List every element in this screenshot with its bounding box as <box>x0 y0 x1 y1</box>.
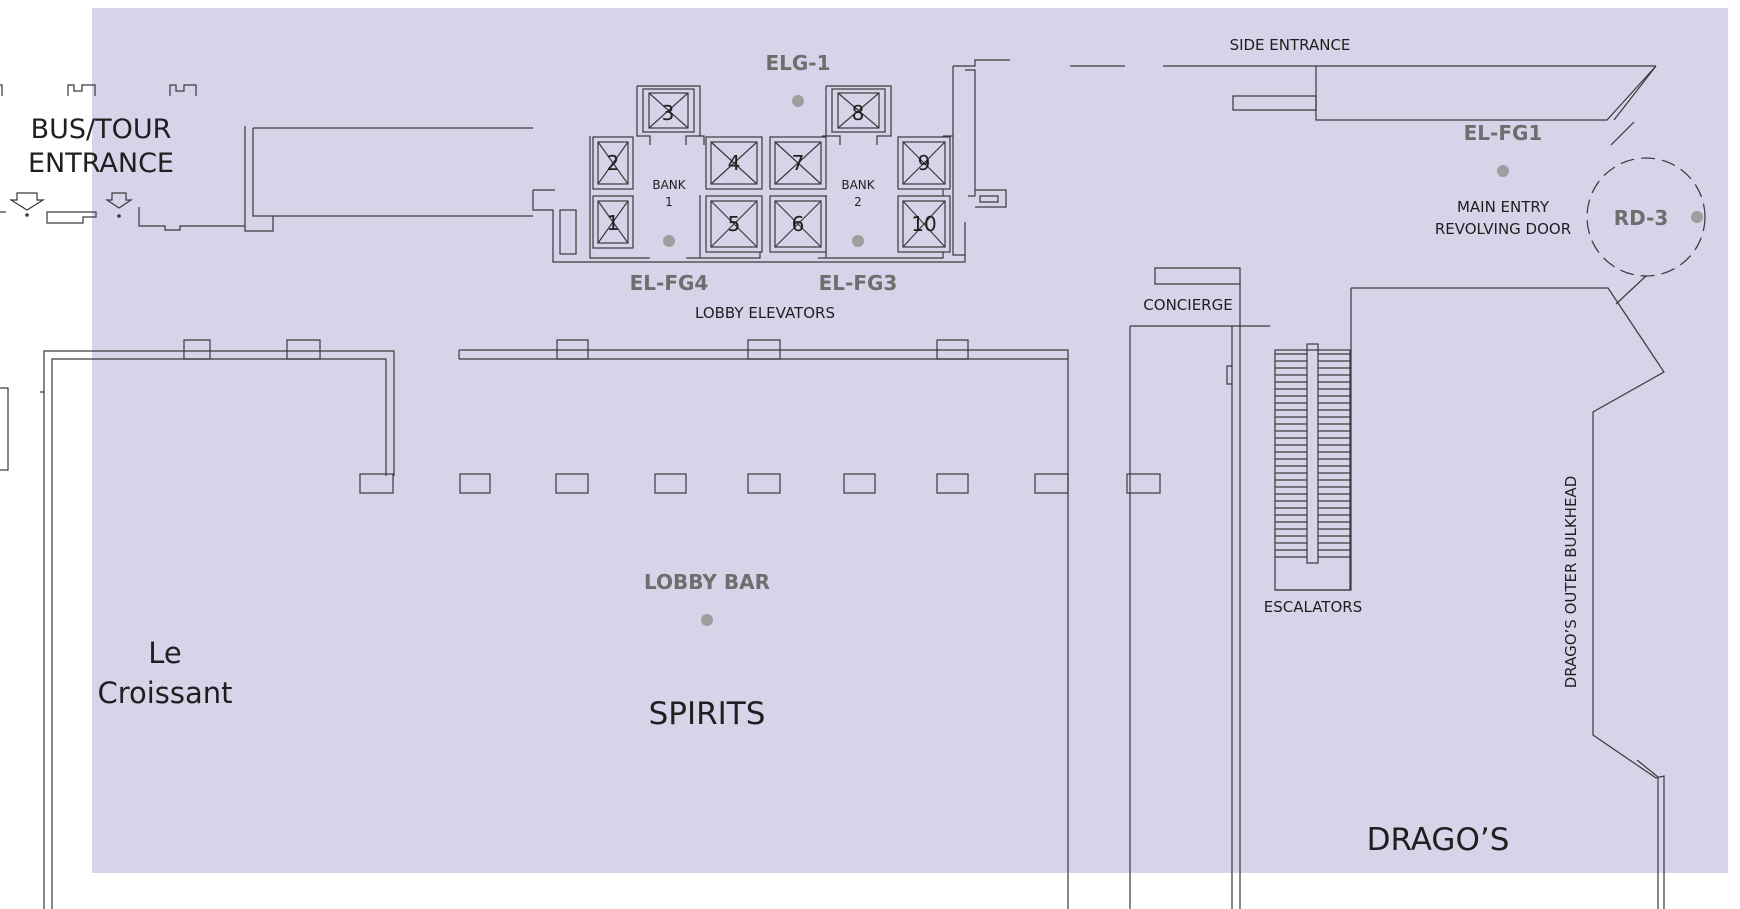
entrance-arrow-icon <box>8 192 46 217</box>
elevator-car-2[interactable] <box>592 136 634 190</box>
main-entry-label: REVOLVING DOOR <box>1435 220 1571 238</box>
elevator-car-4[interactable] <box>705 136 763 190</box>
bus-tour-entrance-label: ENTRANCE <box>28 148 174 179</box>
concierge-desk <box>1129 267 1270 909</box>
marker-el-fg3-point[interactable] <box>852 235 864 247</box>
escalators-label: ESCALATORS <box>1264 598 1362 616</box>
le-croissant-label: Le <box>148 636 182 670</box>
elevator-car-7[interactable] <box>769 136 827 190</box>
bank-1-label: 1 <box>665 195 673 209</box>
marker-elg1-point[interactable] <box>792 95 804 107</box>
concierge-label: CONCIERGE <box>1143 296 1232 314</box>
elevator-car-1[interactable] <box>592 195 634 249</box>
elevator-number-4: 4 <box>728 151 741 175</box>
elevator-number-5: 5 <box>728 212 741 236</box>
elevator-core-walls <box>589 59 1657 259</box>
elevator-number-2: 2 <box>607 151 620 175</box>
marker-rd3-point[interactable] <box>1691 211 1703 223</box>
entrance-arrow-icon <box>105 192 133 218</box>
bank-2-label: BANK <box>841 178 875 192</box>
marker-el-fg4-label: EL-FG4 <box>630 271 709 295</box>
elevator-car-10[interactable] <box>897 195 951 253</box>
lobby-bar-walls <box>458 339 1069 909</box>
marker-rd3-label: RD-3 <box>1614 206 1669 230</box>
marker-lobby-bar-point[interactable] <box>701 614 713 626</box>
escalators[interactable] <box>1274 343 1351 591</box>
marker-el-fg1-label: EL-FG1 <box>1464 121 1543 145</box>
elevator-number-10: 10 <box>911 212 936 236</box>
marker-el-fg4-point[interactable] <box>663 235 675 247</box>
marker-el-fg3-label: EL-FG3 <box>819 271 898 295</box>
elevator-number-9: 9 <box>918 151 931 175</box>
elevator-number-3: 3 <box>662 101 675 125</box>
bus-entrance-fixtures <box>0 84 245 471</box>
main-entry-label: MAIN ENTRY <box>1457 198 1550 216</box>
spirits-label: SPIRITS <box>649 696 766 732</box>
column-row <box>359 473 1161 494</box>
le-croissant-walls <box>40 339 395 909</box>
dragos-label: DRAGO’S <box>1367 822 1510 858</box>
bank-1-label: BANK <box>652 178 686 192</box>
lobby-bar-label: LOBBY BAR <box>644 570 770 594</box>
marker-el-fg1-point[interactable] <box>1497 165 1509 177</box>
elevator-car-3[interactable] <box>642 88 695 133</box>
elevator-number-7: 7 <box>792 151 805 175</box>
elevator-number-1: 1 <box>607 211 620 235</box>
le-croissant-label: Croissant <box>97 676 232 710</box>
side-entrance-label: SIDE ENTRANCE <box>1230 36 1351 54</box>
elevator-number-6: 6 <box>792 212 805 236</box>
elevator-car-6[interactable] <box>769 195 827 253</box>
elevator-car-8[interactable] <box>831 88 886 133</box>
elevator-number-8: 8 <box>852 101 865 125</box>
marker-elg1-label: ELG-1 <box>765 51 830 75</box>
bus-tour-entrance-label: BUS/TOUR <box>31 114 172 145</box>
elevator-car-5[interactable] <box>705 195 763 253</box>
lobby-elevators-label: LOBBY ELEVATORS <box>695 304 835 322</box>
elevator-car-9[interactable] <box>897 136 951 190</box>
bank-2-label: 2 <box>854 195 862 209</box>
dragos-bulkhead-label: DRAGO’S OUTER BULKHEAD <box>1562 476 1580 689</box>
